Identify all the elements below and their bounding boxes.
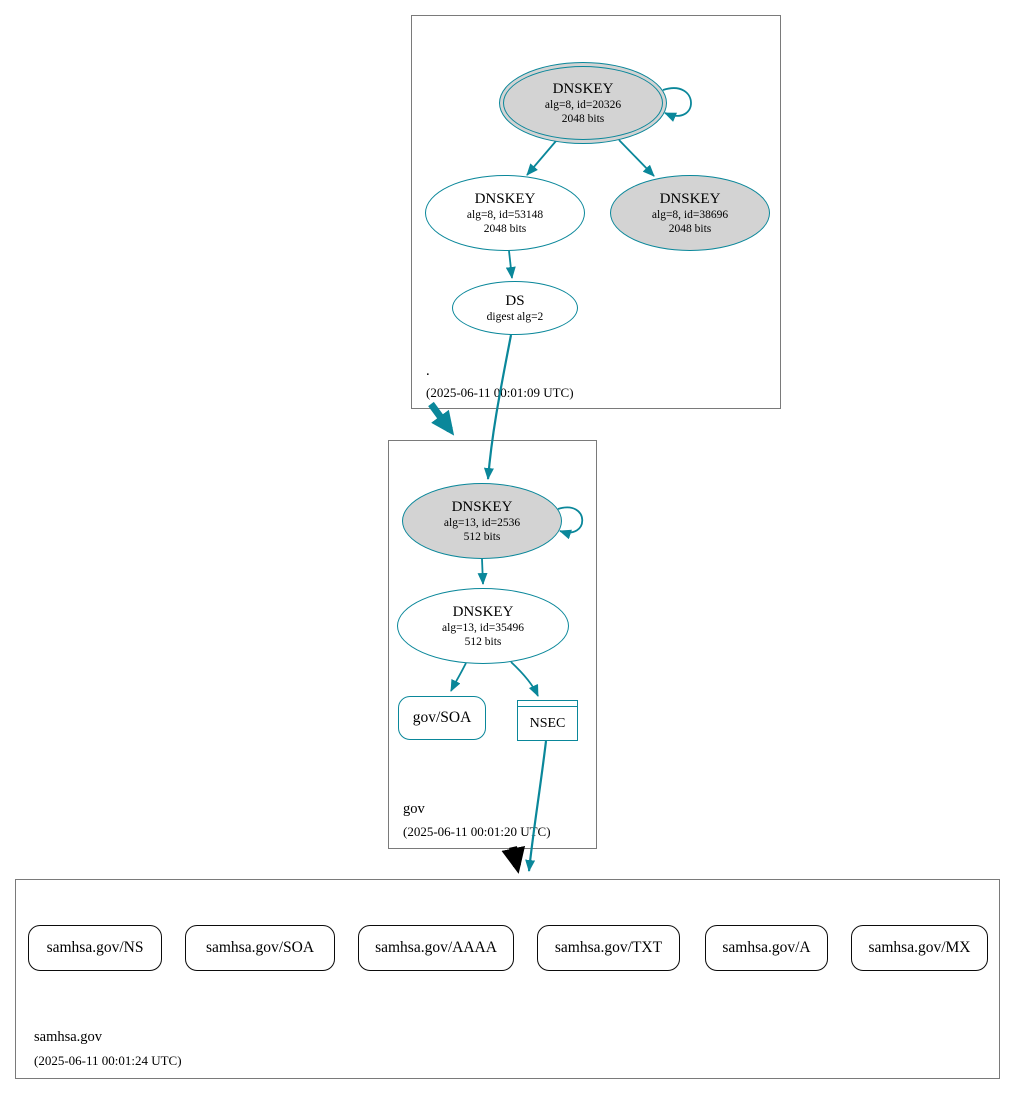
dnskey-bits: 2048 bits: [483, 223, 527, 235]
zone-timestamp-root: (2025-06-11 00:01:09 UTC): [426, 385, 574, 400]
rrset-label: samhsa.gov/TXT: [554, 939, 663, 956]
dnskey-bits: 2048 bits: [561, 113, 605, 125]
node-root-dnskey-53148: DNSKEY alg=8, id=53148 2048 bits: [425, 175, 585, 251]
rrset-label: samhsa.gov/A: [722, 939, 811, 956]
dnskey-alg-id: alg=13, id=35496: [442, 622, 524, 634]
dnskey-alg-id: alg=8, id=53148: [466, 209, 544, 221]
dnskey-title: DNSKEY: [474, 191, 536, 207]
zone-timestamp-gov: (2025-06-11 00:01:20 UTC): [403, 824, 551, 839]
node-root-ds: DS digest alg=2: [452, 281, 578, 335]
rrset-label: samhsa.gov/MX: [868, 939, 971, 956]
zone-name-samhsa-gov: samhsa.gov: [34, 1029, 103, 1045]
delegation-arrow-gov-to-samhsa: [501, 845, 526, 874]
dnskey-bits: 512 bits: [464, 636, 502, 648]
zone-name-gov: gov: [403, 801, 425, 817]
dnskey-title: DNSKEY: [452, 604, 514, 620]
dnskey-alg-id: alg=13, id=2536: [443, 517, 521, 529]
nsec-label: NSEC: [529, 715, 566, 731]
dnskey-bits: 512 bits: [463, 531, 501, 543]
rrset-label: samhsa.gov/AAAA: [375, 939, 497, 956]
node-samhsa-soa-rrset: samhsa.gov/SOA: [185, 925, 335, 971]
zone-name-root: .: [426, 363, 430, 379]
node-root-dnskey-20326-inner: DNSKEY alg=8, id=20326 2048 bits: [503, 66, 663, 140]
rrset-label: samhsa.gov/SOA: [205, 939, 315, 956]
node-root-dnskey-20326: DNSKEY alg=8, id=20326 2048 bits: [499, 62, 667, 144]
dnskey-alg-id: alg=8, id=38696: [651, 209, 729, 221]
node-samhsa-aaaa-rrset: samhsa.gov/AAAA: [358, 925, 514, 971]
dnskey-alg-id: alg=8, id=20326: [544, 99, 622, 111]
node-gov-nsec: NSEC: [517, 700, 578, 741]
node-root-dnskey-38696: DNSKEY alg=8, id=38696 2048 bits: [610, 175, 770, 251]
dnskey-title: DNSKEY: [451, 499, 513, 515]
zone-box-gov: gov (2025-06-11 00:01:20 UTC): [388, 440, 597, 849]
ds-title: DS: [505, 293, 525, 309]
node-gov-dnskey-35496: DNSKEY alg=13, id=35496 512 bits: [397, 588, 569, 664]
node-gov-soa-rrset: gov/SOA: [398, 696, 486, 740]
dnskey-title: DNSKEY: [659, 191, 721, 207]
zone-box-samhsa-gov: samhsa.gov (2025-06-11 00:01:24 UTC): [15, 879, 1000, 1079]
rrset-label: samhsa.gov/NS: [46, 939, 144, 956]
node-samhsa-a-rrset: samhsa.gov/A: [705, 925, 828, 971]
nsec-header-band: [518, 701, 577, 707]
ds-digest: digest alg=2: [486, 311, 544, 323]
dnskey-bits: 2048 bits: [668, 223, 712, 235]
rrset-label: gov/SOA: [412, 709, 472, 726]
node-samhsa-ns-rrset: samhsa.gov/NS: [28, 925, 162, 971]
dnskey-title: DNSKEY: [552, 81, 614, 97]
node-gov-dnskey-2536: DNSKEY alg=13, id=2536 512 bits: [402, 483, 562, 559]
node-samhsa-txt-rrset: samhsa.gov/TXT: [537, 925, 680, 971]
zone-timestamp-samhsa-gov: (2025-06-11 00:01:24 UTC): [34, 1053, 182, 1068]
node-samhsa-mx-rrset: samhsa.gov/MX: [851, 925, 988, 971]
